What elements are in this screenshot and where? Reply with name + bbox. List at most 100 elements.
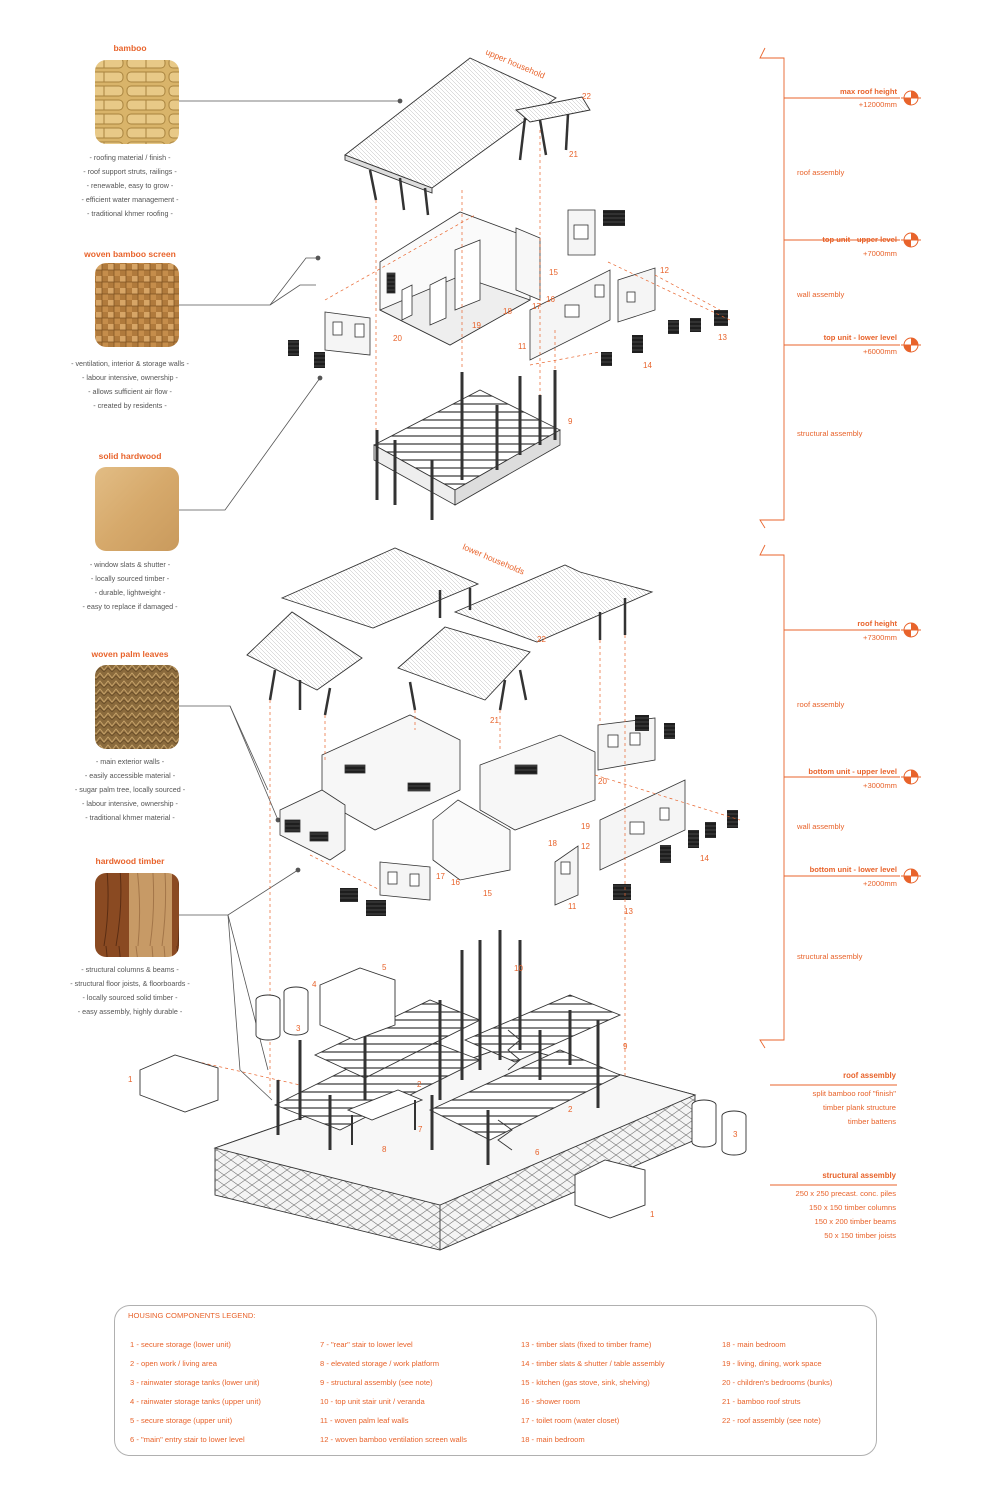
legend-item: 12 - woven bamboo ventilation screen wal… xyxy=(320,1435,467,1444)
legend-item: 10 - top unit stair unit / veranda xyxy=(320,1397,425,1406)
lower-wall-assembly xyxy=(279,714,686,906)
material-bullets-solid-hardwood: - window slats & shutter - - locally sou… xyxy=(40,558,220,614)
legend-item: 6 - "main" entry stair to lower level xyxy=(130,1435,245,1444)
bullet: - traditional khmer roofing - xyxy=(87,209,173,218)
callout-9: 9 xyxy=(568,417,573,426)
callout-22: 22 xyxy=(537,635,546,644)
callout-18: 18 xyxy=(503,307,512,316)
assembly-label-roof-lower: roof assembly xyxy=(797,700,845,709)
callout-14: 14 xyxy=(643,361,652,370)
bullet: - durable, lightweight - xyxy=(94,588,166,597)
level-brackets xyxy=(759,47,900,1186)
callout-3: 3 xyxy=(733,1130,738,1139)
upper-roof-assembly xyxy=(344,57,591,216)
callout-19: 19 xyxy=(581,822,590,831)
bullet: - structural columns & beams - xyxy=(81,965,179,974)
callout-15: 15 xyxy=(483,889,492,898)
level-top-unit-lower: top unit - lower level xyxy=(823,333,897,342)
note-roof-line: timber plank structure xyxy=(822,1103,896,1112)
material-title-hardwood-timber: hardwood timber xyxy=(95,856,165,866)
woven-bamboo-screen-swatch xyxy=(95,263,179,347)
legend-item: 4 - rainwater storage tanks (upper unit) xyxy=(130,1397,261,1406)
material-bullets-bamboo: - roofing material / finish - - roof sup… xyxy=(40,151,220,221)
bullet: - roofing material / finish - xyxy=(89,153,171,162)
callout-11: 11 xyxy=(568,902,577,911)
level-bottom-unit-upper: bottom unit - upper level xyxy=(808,767,897,776)
legend-item: 18 - main bedroom xyxy=(521,1435,585,1444)
callout-1: 1 xyxy=(128,1075,133,1084)
legend-item: 22 - roof assembly (see note) xyxy=(722,1416,821,1425)
callout-21: 21 xyxy=(490,716,499,725)
legend-column-1: 1 - secure storage (lower unit) 2 - open… xyxy=(130,1335,261,1449)
legend-item: 21 - bamboo roof struts xyxy=(722,1397,801,1406)
legend-item: 18 - main bedroom xyxy=(722,1340,786,1349)
note-structural-line: 150 x 150 timber columns xyxy=(809,1203,896,1212)
note-roof-line: timber battens xyxy=(847,1117,896,1126)
lower-roof-assembly xyxy=(246,547,654,716)
callout-4: 4 xyxy=(312,980,317,989)
material-title-bamboo: bamboo xyxy=(113,43,147,53)
note-structural-line: 150 x 200 timber beams xyxy=(814,1217,896,1226)
callout-1: 1 xyxy=(650,1210,655,1219)
legend-item: 19 - living, dining, work space xyxy=(722,1359,822,1368)
note-structural-line: 50 x 150 timber joists xyxy=(824,1231,896,1240)
bullet: - allows sufficient air flow - xyxy=(88,387,172,396)
level-top-unit-upper: top unit - upper level xyxy=(822,235,897,244)
level-top-unit-lower-value: +6000mm xyxy=(863,347,897,356)
material-bullets-woven-bamboo-screen: - ventilation, interior & storage walls … xyxy=(40,357,220,413)
callout-17: 17 xyxy=(532,302,541,311)
legend-title: HOUSING COMPONENTS LEGEND: xyxy=(128,1311,256,1320)
callout-3: 3 xyxy=(296,1024,301,1033)
level-max-roof-height-value: +12000mm xyxy=(858,100,897,109)
legend-item: 2 - open work / living area xyxy=(130,1359,217,1368)
bullet: - efficient water management - xyxy=(81,195,179,204)
level-bottom-unit-lower-value: +2000mm xyxy=(863,879,897,888)
level-bottom-unit-upper-value: +3000mm xyxy=(863,781,897,790)
note-structural-line: 250 x 250 precast. conc. piles xyxy=(795,1189,896,1198)
level-bottom-unit-lower: bottom unit - lower level xyxy=(809,865,897,874)
assembly-label-structural-lower: structural assembly xyxy=(797,952,863,961)
legend-column-2: 7 - "rear" stair to lower level 8 - elev… xyxy=(320,1335,467,1449)
bullet: - easy assembly, highly durable - xyxy=(77,1007,183,1016)
material-bullets-woven-palm-leaves: - main exterior walls - - easily accessi… xyxy=(40,755,220,825)
lower-timber-slats xyxy=(340,715,738,916)
level-top-unit-upper-value: +7000mm xyxy=(863,249,897,258)
callout-20: 20 xyxy=(393,334,402,343)
assembly-label-wall-lower: wall assembly xyxy=(797,822,845,831)
bullet: - easily accessible material - xyxy=(84,771,176,780)
assembly-label-roof-upper: roof assembly xyxy=(797,168,845,177)
bullet: - labour intensive, ownership - xyxy=(82,373,178,382)
solid-hardwood-swatch xyxy=(95,467,179,551)
callout-10: 10 xyxy=(514,964,523,973)
assembly-label-structural-upper: structural assembly xyxy=(797,429,863,438)
ground-structure xyxy=(139,930,747,1251)
material-title-woven-bamboo-screen: woven bamboo screen xyxy=(84,249,176,259)
callout-15: 15 xyxy=(549,268,558,277)
callout-18: 18 xyxy=(548,839,557,848)
bullet: - sugar palm tree, locally sourced - xyxy=(74,785,186,794)
level-max-roof-height: max roof height xyxy=(840,87,897,96)
callout-13: 13 xyxy=(624,907,633,916)
callout-14: 14 xyxy=(700,854,709,863)
bullet: - structural floor joists, & floorboards… xyxy=(70,979,190,988)
upper-wall-assembly xyxy=(324,209,656,361)
level-target-markers xyxy=(901,90,921,884)
legend-column-4: 18 - main bedroom 19 - living, dining, w… xyxy=(722,1335,832,1430)
legend-item: 9 - structural assembly (see note) xyxy=(320,1378,433,1387)
callout-11: 11 xyxy=(518,342,527,351)
callout-20: 20 xyxy=(598,777,607,786)
legend-item: 14 - timber slats & shutter / table asse… xyxy=(521,1359,665,1368)
legend-item: 7 - "rear" stair to lower level xyxy=(320,1340,413,1349)
bullet: - labour intensive, ownership - xyxy=(82,799,178,808)
callout-6: 6 xyxy=(535,1148,540,1157)
callout-8: 8 xyxy=(382,1145,387,1154)
lower-guides xyxy=(189,635,741,1095)
bullet: - window slats & shutter - xyxy=(89,560,171,569)
assembly-label-wall-upper: wall assembly xyxy=(797,290,845,299)
bullet: - easy to replace if damaged - xyxy=(82,602,178,611)
lower-households-label: lower households xyxy=(461,542,526,577)
upper-guides xyxy=(324,130,731,430)
bullet: - locally sourced solid timber - xyxy=(82,993,178,1002)
bullet: - created by residents - xyxy=(93,401,167,410)
